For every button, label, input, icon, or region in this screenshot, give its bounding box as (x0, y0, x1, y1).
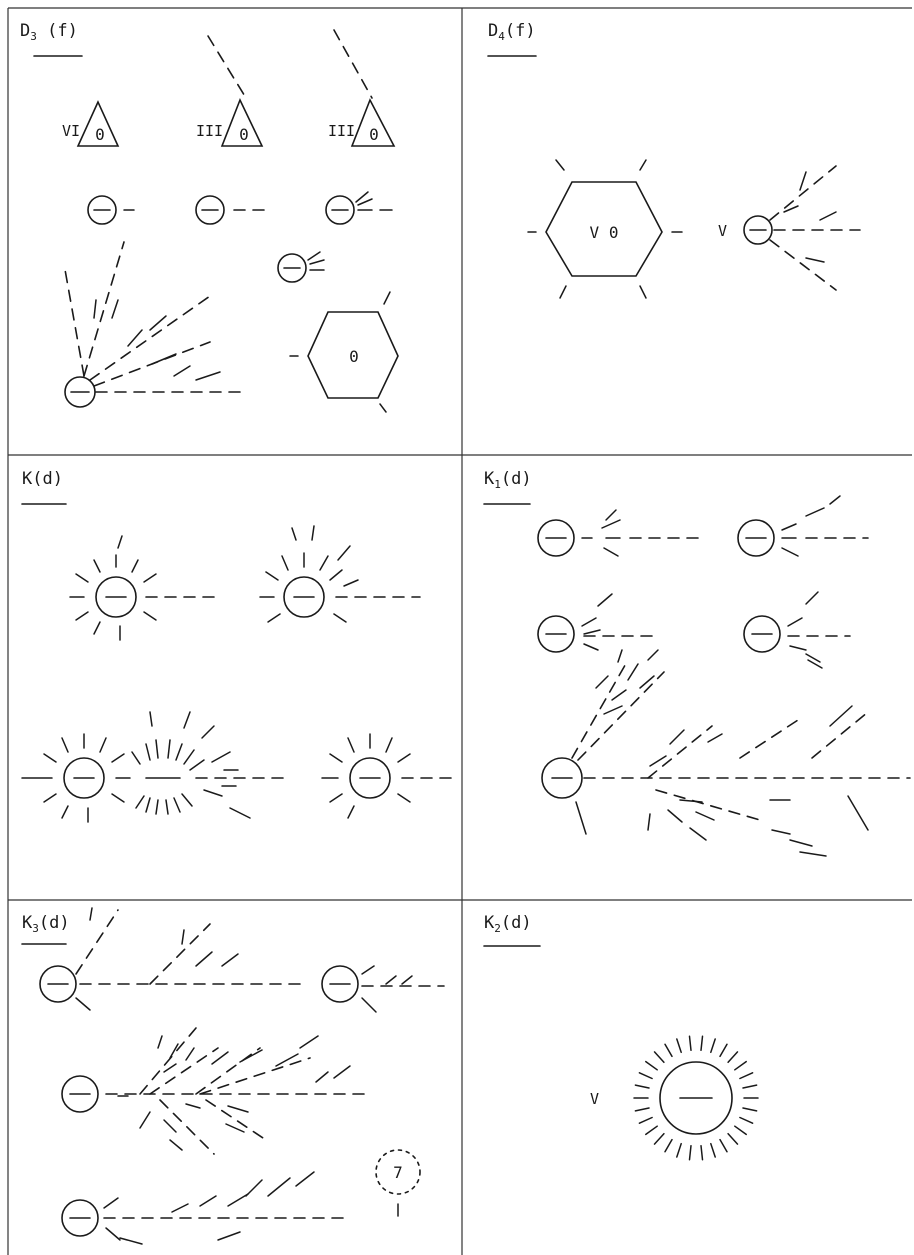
dashed-tree (103, 1171, 349, 1245)
ray (710, 1142, 716, 1158)
ray-cluster (355, 191, 393, 211)
ray (727, 1132, 739, 1145)
ray-cluster (787, 591, 851, 669)
dashed-fan (63, 241, 247, 393)
panel-label-k1d: K1(d) (484, 469, 532, 491)
roman-numeral-iii: III (196, 122, 223, 140)
radiating-circle (259, 525, 421, 623)
panel-label-d3f: D3 (f) (20, 21, 78, 43)
ray (688, 1035, 692, 1052)
panel-k2d: K2(d) V (483, 913, 759, 1161)
zero-symbol: 0 (349, 347, 359, 366)
panel-k1d: K1(d) (483, 469, 911, 857)
roman-numeral-v: V (590, 1090, 599, 1108)
minus-circle-symbol (61, 1199, 99, 1237)
ray (719, 1138, 728, 1153)
panel-k3d: K3(d) (21, 907, 445, 1245)
ray (676, 1142, 682, 1158)
dashed-fan (769, 165, 861, 291)
ray (727, 1051, 739, 1064)
ray-cluster (361, 965, 445, 1013)
seven-symbol: 7 (393, 1163, 403, 1182)
radiating-circle (321, 733, 459, 819)
hexagon-value: V 0 (590, 223, 619, 242)
minus-circle-symbol (537, 519, 575, 557)
dense-dashed-tree (105, 1027, 367, 1155)
dashed-branch (207, 35, 247, 99)
panel-d3f: D3 (f) VI 0 III 0 III 0 (20, 21, 399, 413)
ray-cluster (581, 593, 653, 651)
ray (739, 1116, 754, 1124)
ray (634, 1107, 650, 1112)
triangle-symbol (350, 98, 396, 147)
ray-cluster (307, 251, 325, 271)
ray (653, 1051, 665, 1064)
dense-ray-burst (131, 711, 285, 819)
ray-cluster (581, 509, 705, 557)
radiating-circle (633, 1035, 759, 1161)
minus-circle-symbol (87, 195, 117, 225)
ray (742, 1084, 758, 1089)
ray (638, 1072, 653, 1080)
ray (634, 1084, 650, 1089)
ray (645, 1060, 658, 1071)
ray (710, 1038, 716, 1054)
dashed-tree (75, 907, 301, 1011)
minus-circle-symbol (541, 757, 583, 799)
minus-circle-symbol (743, 215, 773, 245)
ray (700, 1035, 704, 1052)
panel-d4f: D4(f) V 0 V (487, 21, 861, 299)
minus-circle-symbol (64, 376, 96, 408)
ray (664, 1043, 673, 1058)
radiating-circle (69, 535, 223, 641)
ray-cluster (781, 495, 869, 557)
minus-circle-symbol (321, 965, 359, 1003)
minus-circle-symbol (325, 195, 355, 225)
zero-symbol: 0 (239, 125, 249, 144)
zero-symbol: 0 (95, 125, 105, 144)
ray (638, 1116, 653, 1124)
ray (700, 1144, 704, 1161)
triangle-symbol (220, 97, 264, 147)
minus-circle-symbol (743, 615, 781, 653)
radiating-circle (21, 733, 131, 823)
minus-circle-symbol (277, 253, 307, 283)
roman-numeral-v: V (718, 222, 727, 240)
ray (734, 1125, 747, 1136)
ray (719, 1043, 728, 1058)
ray (645, 1125, 658, 1136)
zero-symbol: 0 (369, 125, 379, 144)
minus-circle-symbol (61, 1075, 99, 1113)
ray (739, 1072, 754, 1080)
panel-label-k2d: K2(d) (484, 913, 532, 935)
ray (688, 1144, 692, 1161)
ray (664, 1138, 673, 1153)
dashed-branch (333, 29, 373, 99)
panel-label-k3d: K3(d) (22, 913, 70, 935)
minus-circle-symbol (195, 195, 225, 225)
hexagon-symbol (545, 181, 663, 277)
panel-kd: K(d) (21, 469, 459, 823)
triangle-symbol (76, 100, 120, 147)
roman-numeral-iii: III (328, 122, 355, 140)
ray (676, 1038, 682, 1054)
dashed-tree (571, 649, 911, 857)
ray (653, 1132, 665, 1145)
panel-grid (7, 7, 912, 1255)
ray (734, 1060, 747, 1071)
minus-circle-symbol (39, 965, 77, 1003)
roman-numeral-vi: VI (62, 122, 80, 140)
dotted-circle-seven: 7 (375, 1149, 421, 1217)
minus-circle-symbol (737, 519, 775, 557)
panel-label-d4f: D4(f) (488, 21, 536, 43)
ray-ring (633, 1035, 759, 1161)
panel-label-kd: K(d) (22, 469, 63, 489)
minus-circle-symbol (537, 615, 575, 653)
hexagon-symbol (307, 311, 399, 399)
ray (742, 1107, 758, 1112)
